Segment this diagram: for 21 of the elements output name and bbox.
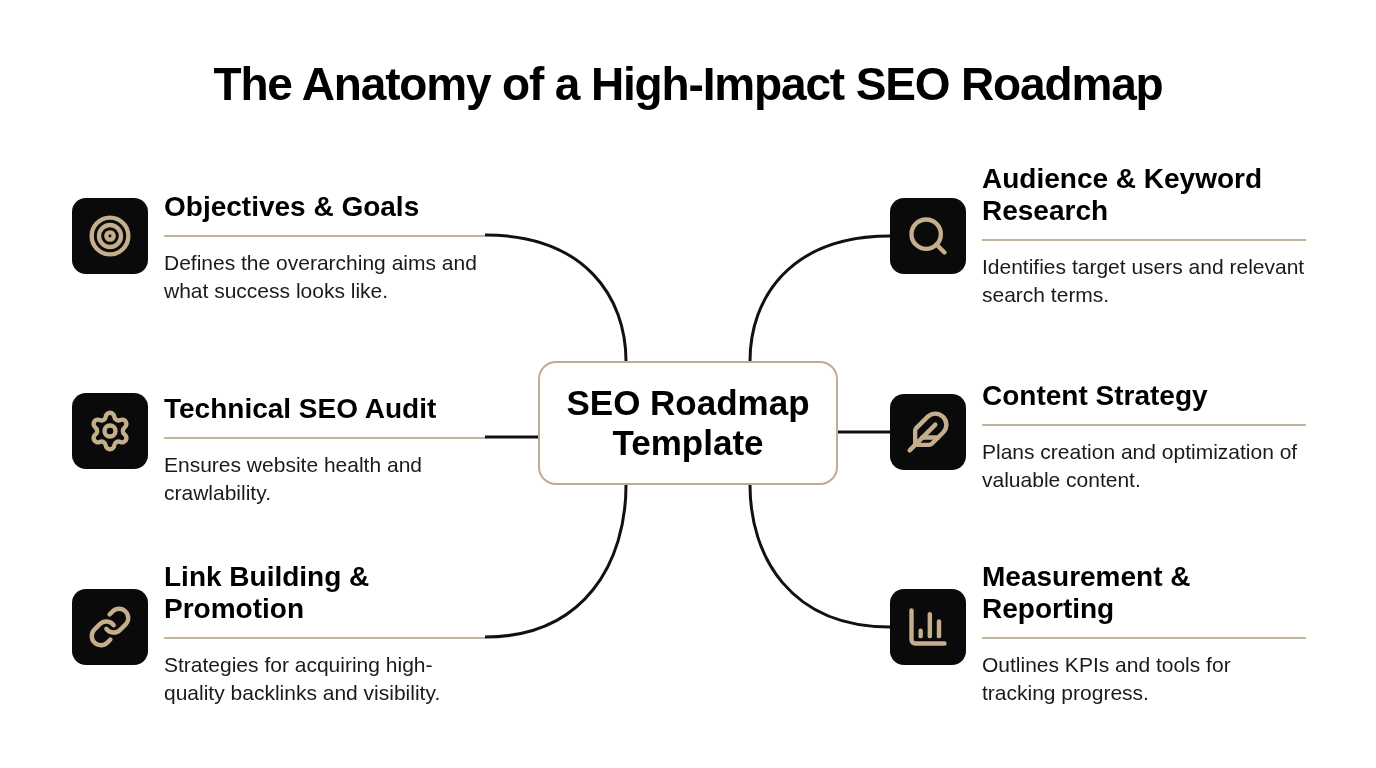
topic-description: Identifies target users and relevant search terms.: [982, 254, 1306, 308]
connector-line: [748, 484, 891, 629]
topic-heading: Objectives & Goals: [164, 191, 421, 223]
center-box: [538, 361, 838, 485]
diagram-title: The Anatomy of a High-Impact SEO Roadmap: [213, 57, 1163, 112]
connector-line: [748, 234, 891, 362]
topic-heading: Technical SEO Audit: [164, 393, 438, 425]
connector-line: [484, 233, 628, 362]
center-title: SEO Roadmap Template: [565, 383, 811, 463]
topic-description: Ensures website health and crawlability.: [164, 452, 423, 506]
topic-description: Strategies for acquiring high-quality backlinks and visibility.: [164, 652, 442, 706]
connector-line: [485, 435, 538, 439]
topic-heading: Link Building & Promotion: [164, 561, 371, 625]
topic-heading: Measurement & Reporting: [982, 561, 1192, 625]
topic-description: Outlines KPIs and tools for tracking progress.: [982, 652, 1232, 706]
connector-line: [484, 484, 628, 639]
topic-heading: Content Strategy: [982, 380, 1209, 412]
topic-heading: Audience & Keyword Research: [982, 163, 1264, 227]
topic-description: Plans creation and optimization of valuable content.: [982, 439, 1299, 493]
topic-description: Defines the overarching aims and what success looks like.: [164, 250, 478, 304]
connector-line: [838, 430, 890, 434]
